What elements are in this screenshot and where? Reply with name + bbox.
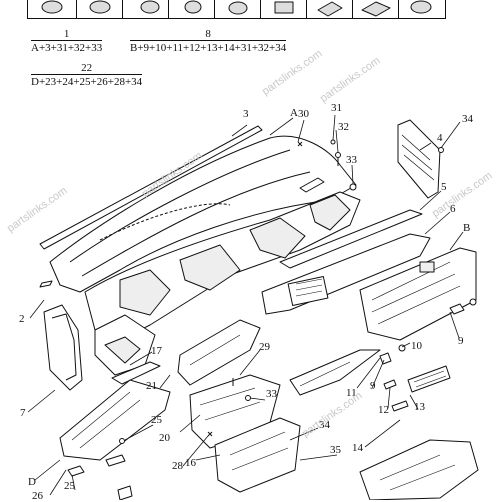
floor-console bbox=[359, 439, 479, 500]
callout-label[interactable]: 10 bbox=[411, 340, 422, 352]
callout-label[interactable]: 33 bbox=[266, 388, 277, 400]
callout-label[interactable]: 32 bbox=[338, 121, 349, 133]
callout-label[interactable]: 6 bbox=[450, 203, 456, 215]
assembly-formula-8: 8 B+9+10+11+12+13+14+31+32+34 bbox=[130, 28, 287, 54]
callout-label[interactable]: 25 bbox=[64, 480, 75, 492]
trim-strip-5 bbox=[279, 209, 423, 269]
thumbnail-cell[interactable] bbox=[122, 0, 169, 18]
thumbnail-cell[interactable] bbox=[352, 0, 399, 18]
thumbnail-cell[interactable] bbox=[398, 0, 446, 18]
callout-label[interactable]: D bbox=[28, 476, 36, 488]
thumbnail-cell[interactable] bbox=[306, 0, 353, 18]
callout-label[interactable]: 11 bbox=[346, 387, 357, 399]
callout-label[interactable]: 9 bbox=[458, 335, 464, 347]
callout-label[interactable]: 20 bbox=[159, 432, 170, 444]
callout-label[interactable]: 12 bbox=[378, 404, 389, 416]
callout-label[interactable]: 34 bbox=[319, 419, 330, 431]
formula-expression: B+9+10+11+12+13+14+31+32+34 bbox=[130, 40, 287, 54]
leader-lines bbox=[27, 114, 464, 496]
callout-label[interactable]: 13 bbox=[414, 401, 425, 413]
trim-strip-3 bbox=[39, 125, 263, 250]
formula-expression: A+3+31+32+33 bbox=[31, 40, 103, 54]
lower-console bbox=[214, 417, 301, 493]
thumbnail-cell[interactable] bbox=[76, 0, 123, 18]
callout-label[interactable]: 31 bbox=[331, 102, 342, 114]
callout-label[interactable]: A bbox=[290, 107, 298, 119]
dashboard-upper-panel bbox=[49, 135, 357, 293]
callout-label[interactable]: 30 bbox=[298, 108, 309, 120]
thumbnail-part-icon bbox=[41, 0, 432, 17]
center-panel bbox=[177, 319, 261, 386]
callout-label[interactable]: 7 bbox=[20, 407, 26, 419]
callout-label[interactable]: 29 bbox=[259, 341, 270, 353]
callout-label[interactable]: 17 bbox=[151, 345, 162, 357]
callout-label[interactable]: 25 bbox=[151, 414, 162, 426]
parts-thumbnail-strip bbox=[27, 0, 446, 19]
callout-label[interactable]: 5 bbox=[441, 181, 447, 193]
thumbnail-cell[interactable] bbox=[28, 0, 77, 18]
thumbnail-cell[interactable] bbox=[168, 0, 215, 18]
assembly-formula-1: 1 A+3+31+32+33 bbox=[31, 28, 103, 54]
callout-label[interactable]: 34 bbox=[462, 113, 473, 125]
callout-label[interactable]: 14 bbox=[352, 442, 363, 454]
side-panel-7 bbox=[43, 304, 83, 391]
formula-number: 22 bbox=[81, 62, 93, 74]
formula-expression: D+23+24+25+26+28+34 bbox=[31, 74, 143, 88]
callout-label[interactable]: 4 bbox=[437, 132, 443, 144]
assembly-formula-22: 22 D+23+24+25+26+28+34 bbox=[31, 62, 143, 88]
callout-label[interactable]: 26 bbox=[32, 490, 43, 502]
thumbnail-cell[interactable] bbox=[214, 0, 261, 18]
callout-label[interactable]: 3 bbox=[243, 108, 249, 120]
formula-number: 1 bbox=[63, 28, 70, 40]
formula-number: 8 bbox=[205, 28, 211, 40]
callout-label[interactable]: 28 bbox=[172, 460, 183, 472]
thumbnail-cell[interactable] bbox=[260, 0, 307, 18]
callout-label[interactable]: 35 bbox=[330, 444, 341, 456]
callout-label[interactable]: 2 bbox=[19, 313, 25, 325]
callout-label[interactable]: 16 bbox=[185, 457, 196, 469]
callout-label[interactable]: 21 bbox=[146, 380, 157, 392]
callout-label[interactable]: 9 bbox=[370, 380, 376, 392]
callout-label[interactable]: B bbox=[463, 222, 471, 234]
vent-13 bbox=[407, 365, 451, 393]
callout-label[interactable]: 33 bbox=[346, 154, 357, 166]
glovebox-assembly-b bbox=[359, 247, 477, 341]
